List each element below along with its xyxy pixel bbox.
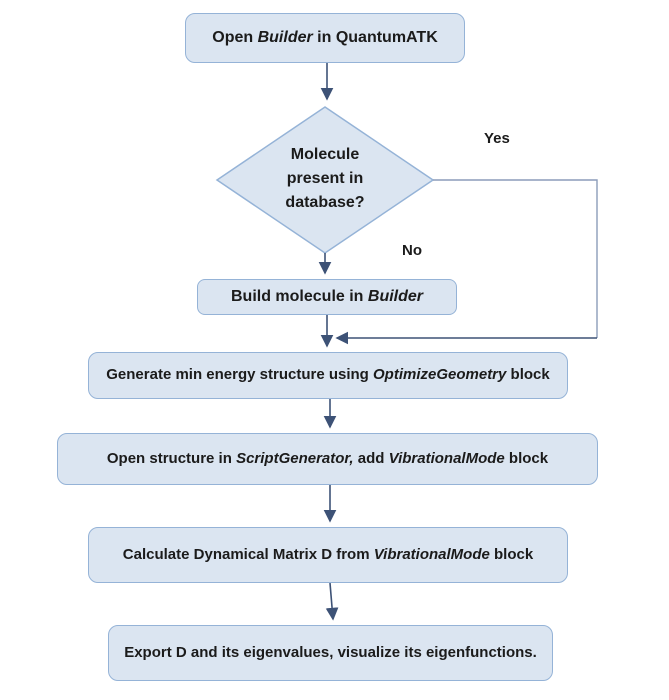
node-build-molecule: Build molecule in Builder [197,279,457,315]
node-calculate-matrix-text: Calculate Dynamical Matrix D from Vibrat… [123,545,533,565]
node-open-builder: Open Builder in QuantumATK [185,13,465,63]
text-segment: block [506,366,550,384]
text-segment: add [353,449,389,467]
arrow-calculate-to-export [325,582,339,621]
text-segment: Builder [367,288,424,306]
text-segment: in QuantumATK [312,29,438,47]
text-segment: block [489,545,534,563]
text-segment: Builder [257,29,313,47]
text-segment: Generate min energy structure using [106,366,373,384]
text-segment: VibrationalMode [373,545,490,563]
text-segment: Open structure in [106,449,237,467]
text-segment: Build molecule in [230,288,368,306]
node-export-d: Export D and its eigenvalues, visualize … [108,625,553,681]
text-segment: OptimizeGeometry [373,366,507,384]
text-segment: Calculate Dynamical Matrix D from [122,545,374,563]
node-generate-min-energy: Generate min energy structure using Opti… [88,352,568,399]
text-segment: Export D and its eigenvalues, visualize … [124,643,537,661]
text-segment: ScriptGenerator, [236,449,354,467]
text-segment: block [504,449,549,467]
node-open-builder-text: Open Builder in QuantumATK [212,27,438,49]
node-export-d-text: Export D and its eigenvalues, visualize … [124,643,537,663]
text-segment: Open [212,29,258,47]
text-segment: VibrationalMode [388,449,505,467]
node-open-structure: Open structure in ScriptGenerator, add V… [57,433,598,485]
node-generate-min-energy-text: Generate min energy structure using Opti… [106,365,549,385]
yes-path-line [433,179,598,338]
node-build-molecule-text: Build molecule in Builder [231,286,423,308]
label-yes: Yes [484,130,510,147]
node-open-structure-text: Open structure in ScriptGenerator, add V… [107,449,548,469]
node-calculate-matrix: Calculate Dynamical Matrix D from Vibrat… [88,527,568,583]
node-decision-text: Molecule present in database? [285,146,365,211]
label-no: No [402,242,422,259]
